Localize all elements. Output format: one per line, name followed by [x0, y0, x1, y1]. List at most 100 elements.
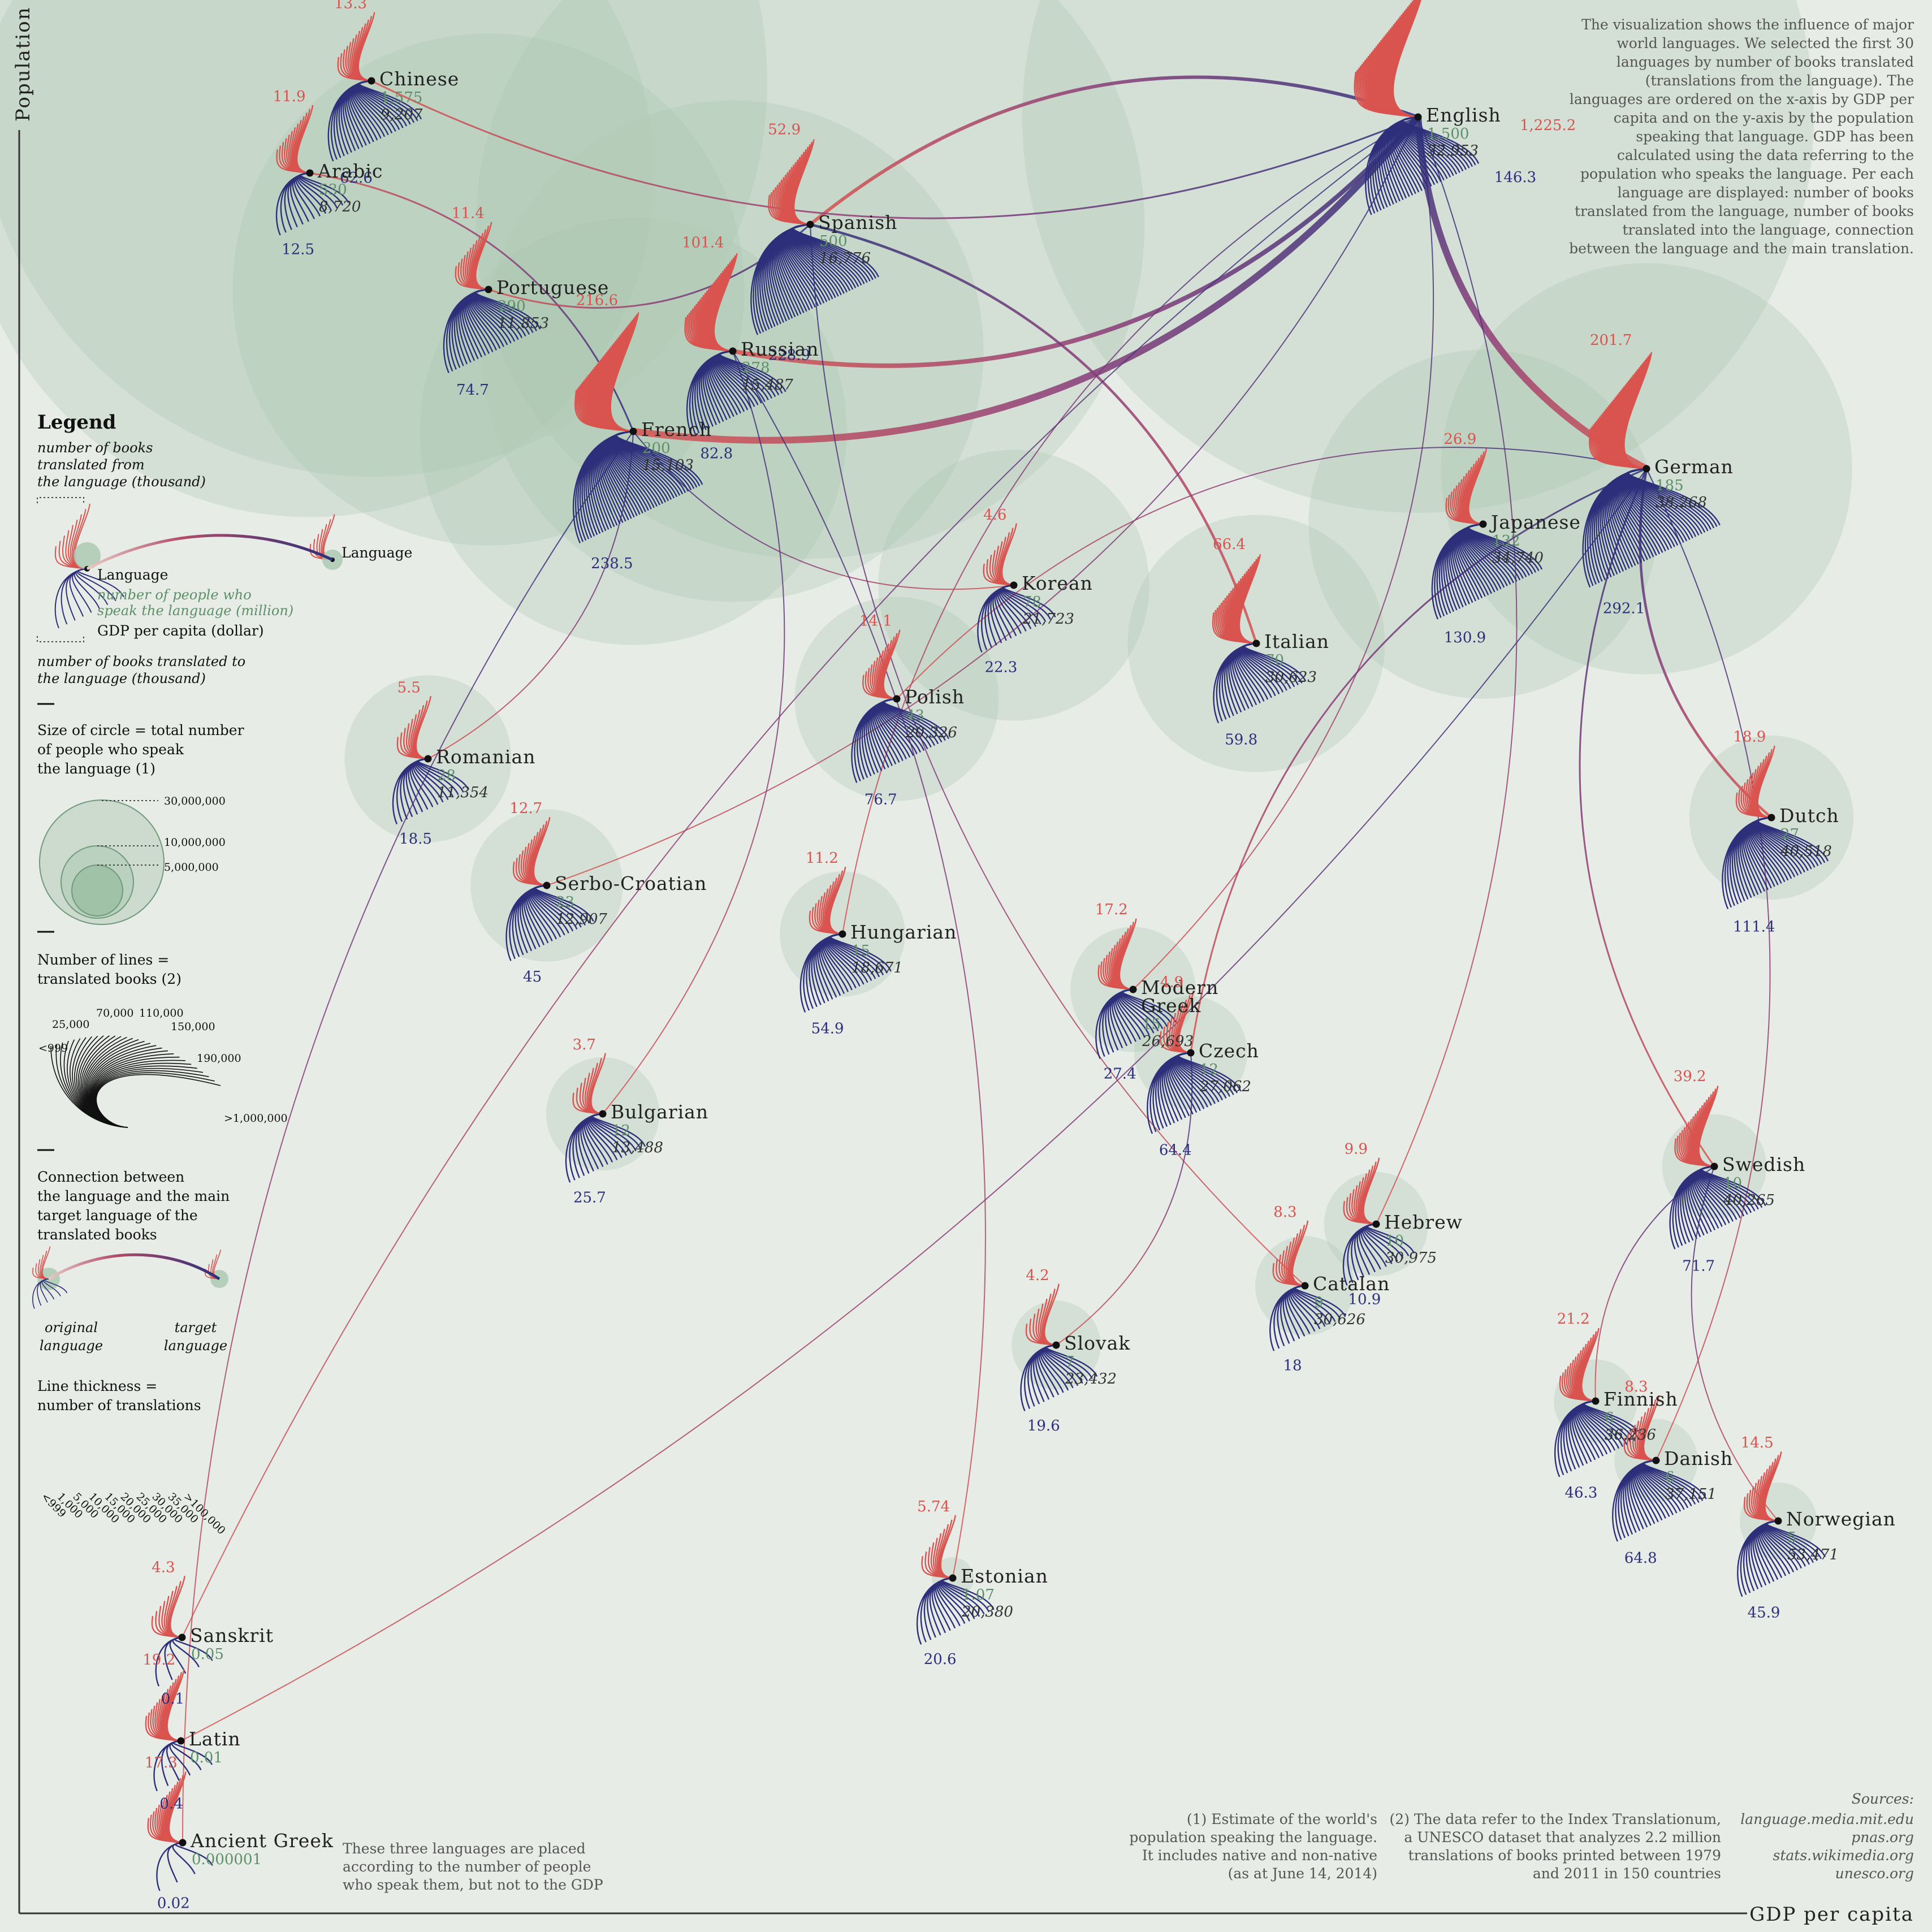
- legend-size-5m: 5,000,000: [164, 861, 219, 874]
- dead-languages-note-1: These three languages are placed: [343, 1840, 586, 1857]
- node-sanskrit: [178, 1633, 186, 1641]
- fan-german: [1582, 352, 1721, 588]
- label-population-ancient-greek: 0.000001: [192, 1851, 262, 1868]
- label-gdp-portuguese: 11,853: [498, 315, 549, 332]
- label-into-dutch: 111.4: [1733, 919, 1775, 936]
- node-hungarian: [839, 930, 846, 938]
- label-gdp-arabic: 8,720: [319, 198, 361, 215]
- connection-french-to-english: [633, 115, 1421, 444]
- fan-serbo-croatian: [505, 817, 594, 961]
- label-gdp-finnish: 36,236: [1605, 1427, 1656, 1443]
- node-portuguese: [485, 286, 492, 293]
- node-bulgarian: [599, 1110, 607, 1118]
- label-into-latin: 0.4: [159, 1796, 183, 1813]
- label-name-arabic: Arabic: [317, 160, 383, 182]
- label-into-hebrew: 10.9: [1348, 1291, 1381, 1308]
- connection-chinese-to-english: [371, 80, 1419, 219]
- legend-connection: [86, 534, 334, 570]
- label-from-bulgarian: 3.7: [573, 1036, 596, 1053]
- label-from-arabic: 11.9: [273, 88, 306, 105]
- label-into-french: 238.5: [591, 555, 633, 572]
- label-into-catalan: 18: [1283, 1357, 1302, 1374]
- label-population-sanskrit: 0.05: [191, 1646, 224, 1663]
- label-gdp-norwegian: 53,471: [1787, 1546, 1839, 1563]
- label-into-czech: 64.4: [1159, 1142, 1192, 1159]
- label-from-estonian: 5.74: [917, 1498, 950, 1515]
- node-dutch: [1767, 814, 1775, 822]
- fan-spanish: [750, 139, 879, 335]
- legend-lines-110000: 110,000: [139, 1007, 184, 1019]
- legend-conn-label-4: translated books: [37, 1226, 157, 1243]
- connection-russian-to-english: [732, 115, 1420, 368]
- label-population-russian: 278: [742, 360, 770, 377]
- label-population-czech: 12: [1200, 1061, 1218, 1078]
- fan-norwegian: [1737, 1451, 1826, 1597]
- label-name-bulgarian: Bulgarian: [611, 1101, 708, 1123]
- label-gdp-korean: 21,723: [1022, 611, 1074, 628]
- fan-japanese: [1431, 448, 1543, 620]
- fan-catalan: [1269, 1220, 1346, 1351]
- label-gdp-czech: 27,062: [1199, 1078, 1251, 1095]
- label-from-modern-greek: 17.2: [1095, 901, 1128, 918]
- label-from-swedish: 39.2: [1674, 1068, 1706, 1085]
- label-population-serbo-croatian: 23: [556, 894, 574, 911]
- connection-polish-to-german: [896, 447, 1647, 699]
- node-latin: [177, 1737, 185, 1745]
- label-gdp-hebrew: 30,975: [1385, 1250, 1437, 1267]
- node-polish: [893, 695, 901, 703]
- legend-conn-label-1: Connection between: [37, 1169, 184, 1185]
- label-population-norwegian: 5: [1787, 1529, 1797, 1546]
- label-from-danish: 8.3: [1624, 1378, 1648, 1395]
- label-population-portuguese: 290: [498, 298, 526, 315]
- legend-from-label-2: translated from: [37, 457, 145, 473]
- population-circle-spanish: [476, 0, 1145, 559]
- label-gdp-catalan: 30,626: [1314, 1311, 1365, 1328]
- y-axis-label: Population: [12, 6, 34, 122]
- node-catalan: [1301, 1282, 1309, 1290]
- label-gdp-swedish: 40,265: [1723, 1192, 1775, 1209]
- fan-hungarian: [799, 866, 892, 1013]
- legend-gdp-label: GDP per capita (dollar): [97, 623, 264, 639]
- legend-target-2: language: [164, 1338, 227, 1354]
- legend-lines-label-1: Number of lines =: [37, 952, 169, 968]
- label-into-italian: 59.8: [1225, 731, 1257, 748]
- label-into-portuguese: 74.7: [456, 382, 489, 399]
- label-from-latin: 19.2: [142, 1652, 175, 1669]
- connection-serbo-croatian-to-english: [546, 116, 1419, 886]
- label-from-russian: 101.4: [682, 234, 724, 251]
- fan-korean: [977, 523, 1056, 653]
- legend-size-10m: 10,000,000: [164, 836, 226, 849]
- fan-polish: [851, 629, 949, 783]
- node-norwegian: [1774, 1517, 1782, 1525]
- label-population-bulgarian: 12: [612, 1122, 630, 1139]
- label-into-russian: 82.8: [700, 446, 733, 463]
- note2-1: (2) The data refer to the Index Translat…: [1390, 1811, 1721, 1827]
- legend-lines-1m: >1,000,000: [224, 1112, 288, 1125]
- note1-4: (as at June 14, 2014): [1228, 1865, 1377, 1882]
- note2-4: and 2011 in 150 countries: [1533, 1865, 1721, 1882]
- legend-pop-label: number of people who: [97, 587, 252, 603]
- fan-ancient-greek: [147, 1771, 213, 1891]
- label-gdp-japanese: 34,740: [1492, 550, 1544, 567]
- label-gdp-english: 32,953: [1427, 142, 1479, 159]
- label-name-korean: Korean: [1022, 572, 1093, 594]
- fan-finnish: [1554, 1328, 1644, 1477]
- legend-into-label-1: number of books translated to: [37, 654, 245, 669]
- dead-languages-note-3: who speak them, but not to the GDP: [343, 1877, 603, 1893]
- legend-lines-70000: 70,000: [96, 1007, 133, 1019]
- label-name-russian: Russian: [741, 338, 819, 360]
- connection-spanish-to-english: [809, 75, 1419, 226]
- label-population-modern-greek: 15: [1142, 1016, 1161, 1033]
- fan-danish: [1612, 1395, 1707, 1542]
- label-population-spanish: 500: [819, 233, 848, 250]
- label-population-slovak: 7: [1065, 1354, 1075, 1371]
- label-gdp-french: 15,103: [642, 457, 694, 474]
- fan-estonian: [916, 1515, 995, 1645]
- legend-dotted-top: [37, 497, 84, 503]
- label-into-german: 292.1: [1603, 600, 1645, 617]
- legend-target-language: Language: [342, 544, 412, 561]
- label-from-chinese: 13.3: [334, 0, 367, 12]
- fan-arabic: [275, 105, 349, 236]
- label-into-polish: 76.7: [865, 792, 897, 809]
- legend-lines-label-2: translated books (2): [37, 971, 181, 987]
